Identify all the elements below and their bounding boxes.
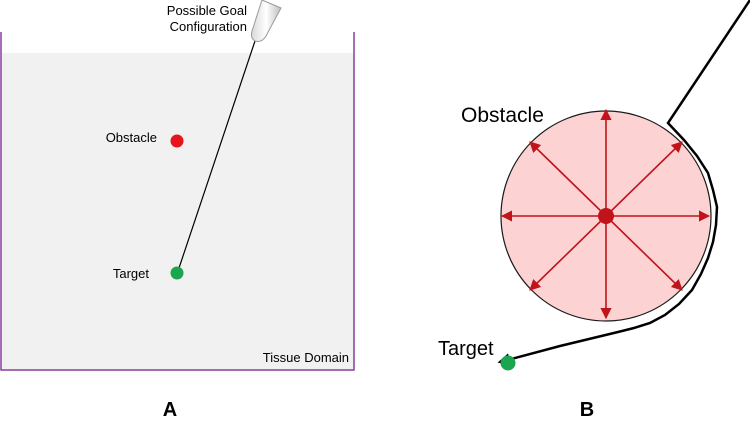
panel-b: Obstacle Target B (438, 0, 750, 421)
target-point-b (500, 355, 516, 371)
target-label-b: Target (438, 338, 494, 360)
panel-a: Possible Goal Configuration Obstacle Tar… (0, 0, 355, 421)
tissue-domain (1, 53, 354, 370)
repulsion-arrow-downleft (529, 215, 607, 291)
needle-path (177, 40, 256, 272)
goal-label-line2: Configuration (170, 19, 247, 34)
obstacle-label: Obstacle (106, 130, 157, 145)
tissue-domain-border (0, 32, 355, 371)
obstacle-point (170, 134, 184, 148)
obstacle-center (598, 208, 614, 224)
target-point (170, 266, 184, 280)
panel-letter-b: B (580, 399, 594, 421)
repulsion-arrows (500, 108, 711, 320)
domain-label: Tissue Domain (263, 350, 349, 365)
goal-label-line1: Possible Goal (167, 3, 247, 18)
repulsion-arrow-upright (605, 141, 683, 217)
target-label: Target (113, 266, 150, 281)
needle-trajectory (497, 0, 750, 366)
repulsion-arrow-downright (605, 215, 683, 291)
repulsion-arrow-upleft (529, 141, 607, 217)
panel-letter-a: A (163, 399, 177, 421)
needle-icon (250, 0, 282, 42)
obstacle-label-b: Obstacle (461, 104, 544, 127)
